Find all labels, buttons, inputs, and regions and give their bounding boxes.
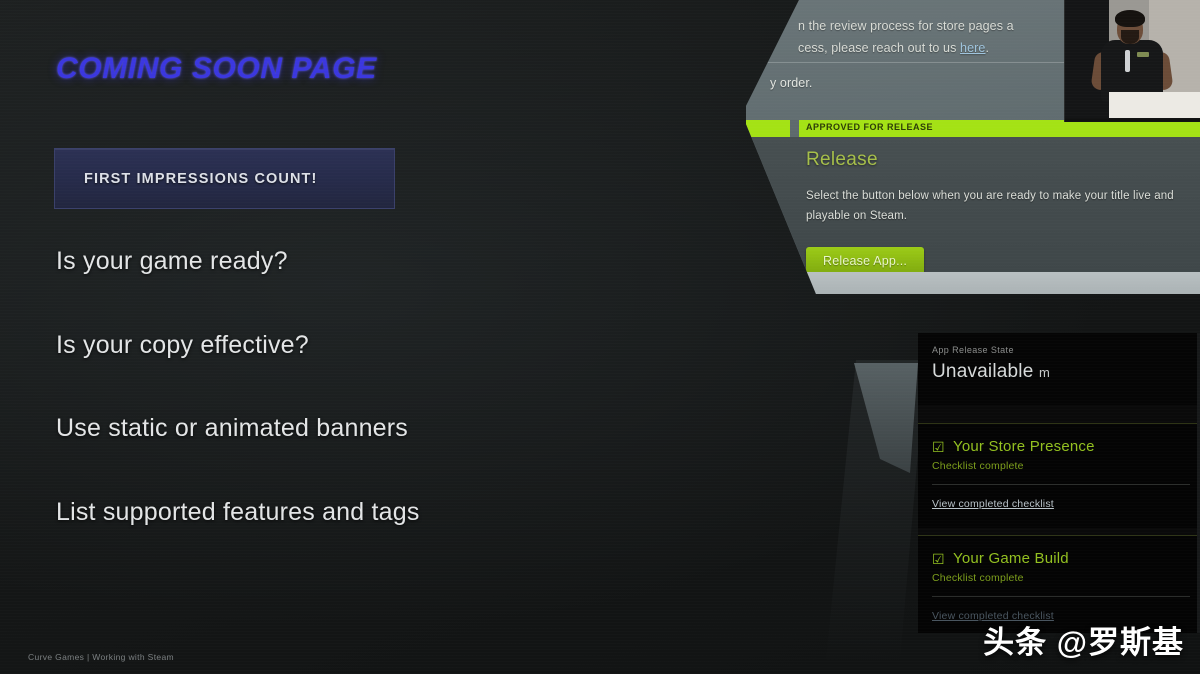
checklist-card[interactable]: ☑ Your Game Build Checklist complete Vie…: [918, 535, 1200, 633]
presenter-torso: [1101, 40, 1163, 102]
app-release-state-value-trailing: m: [1038, 365, 1051, 380]
presenter-beard: [1121, 30, 1139, 44]
checklist-header: ☑ Your Store Presence: [932, 438, 1095, 455]
checklist-status: Checklist complete: [932, 460, 1024, 472]
divider: [932, 484, 1190, 485]
list-item: Is your game ready?: [56, 247, 288, 275]
list-item: List supported features and tags: [56, 497, 420, 526]
app-release-state-box: App Release State Unavailable m: [918, 333, 1200, 405]
app-release-state-value-text: Unavailable: [932, 361, 1034, 382]
approved-for-release-banner: APPROVED FOR RELEASE: [746, 120, 1200, 137]
slide-footer: Curve Games | Working with Steam: [28, 652, 174, 662]
view-completed-checklist-link[interactable]: View completed checklist: [932, 610, 1054, 622]
list-item: Use static or animated banners: [56, 414, 409, 442]
microphone-icon: [1125, 50, 1130, 72]
steam-help-link[interactable]: here: [960, 40, 986, 55]
callout-text: FIRST IMPRESSIONS COUNT!: [84, 170, 318, 187]
checklist-title: Your Game Build: [953, 550, 1069, 567]
shirt-logo-icon: [1137, 52, 1149, 57]
steam-review-note: n the review process for store pages a c…: [798, 16, 1200, 60]
app-release-state-value: Unavailable m: [932, 361, 1050, 383]
steam-review-note-line1: n the review process for store pages a: [798, 19, 1014, 33]
watermark: 头条 @罗斯基: [983, 625, 1184, 660]
checkbox-checked-icon: ☑: [932, 550, 945, 567]
release-description: Select the button below when you are rea…: [806, 190, 1174, 222]
checklist-header: ☑ Your Game Build: [932, 550, 1069, 567]
presenter-hair: [1115, 10, 1145, 27]
divider: [766, 62, 1200, 63]
steam-order-text: y order.: [770, 76, 813, 90]
page-title: COMING SOON PAGE: [56, 52, 377, 85]
app-release-state-label: App Release State: [932, 345, 1014, 355]
approved-for-release-label: APPROVED FOR RELEASE: [806, 122, 934, 132]
bullet-list: Is your game ready? Is your copy effecti…: [56, 247, 676, 526]
callout-banner: FIRST IMPRESSIONS COUNT!: [54, 148, 395, 209]
banner-gap: [790, 120, 799, 137]
checkbox-checked-icon: ☑: [932, 438, 945, 455]
checklist-card[interactable]: ☑ Your Store Presence Checklist complete…: [918, 423, 1200, 528]
panel-bottom-edge: [746, 272, 1200, 294]
release-app-button[interactable]: Release App...: [806, 247, 925, 276]
checklist-title: Your Store Presence: [953, 438, 1095, 455]
steam-review-note-line2-text: cess, please reach out to us: [798, 40, 961, 55]
divider: [932, 596, 1190, 597]
steam-review-note-line2: cess, please reach out to us here.: [798, 38, 1200, 60]
presenter-video-inset: [1064, 0, 1200, 122]
stage-floor: [1065, 118, 1200, 122]
release-card: Release Select the button below when you…: [746, 137, 1200, 276]
panel-right-edge: [1197, 333, 1200, 633]
checklist-status: Checklist complete: [932, 572, 1024, 584]
release-heading: Release: [806, 149, 878, 170]
view-completed-checklist-link[interactable]: View completed checklist: [932, 498, 1054, 510]
list-item: Is your copy effective?: [56, 330, 309, 359]
steam-checklist-panel: App Release State Unavailable m ☑ Your S…: [918, 333, 1200, 633]
podium: [1109, 92, 1200, 118]
steam-review-note-line2-tail: .: [985, 40, 990, 55]
